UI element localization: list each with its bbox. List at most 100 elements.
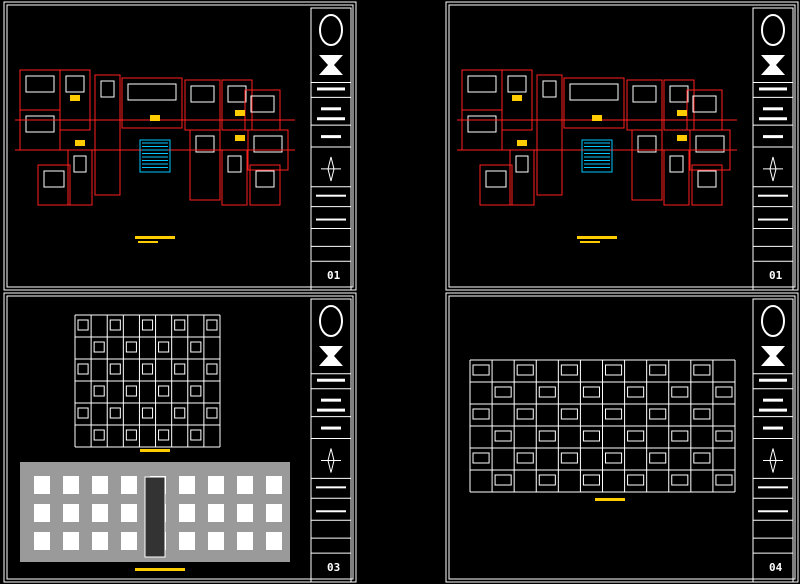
- window: [125, 429, 137, 441]
- title-text: [317, 408, 345, 412]
- window: [125, 385, 137, 397]
- window: [158, 385, 170, 397]
- furniture: [235, 135, 245, 141]
- room-outline: [697, 170, 717, 188]
- window: [158, 429, 170, 441]
- title-text: [759, 408, 787, 412]
- window: [109, 407, 121, 419]
- elevation-title: [135, 568, 185, 571]
- drawing-title: [577, 236, 617, 239]
- title-text: [763, 135, 783, 139]
- window: [93, 429, 105, 441]
- room-wall: [509, 149, 535, 206]
- window: [174, 407, 186, 419]
- window: [516, 408, 534, 420]
- window: [472, 452, 490, 464]
- sheet-border: [3, 292, 357, 583]
- title-text: [317, 117, 345, 121]
- stair: [581, 139, 613, 173]
- title-text: [316, 218, 346, 221]
- title-text: [316, 194, 346, 197]
- window: [141, 363, 154, 375]
- window: [671, 386, 689, 398]
- title-block: [752, 7, 794, 291]
- sheet-number-3: 03: [327, 561, 341, 574]
- sheet-inner-border: [448, 4, 796, 288]
- north-arrow-icon: [321, 448, 341, 473]
- section-title: [595, 498, 625, 501]
- window: [494, 386, 512, 398]
- room-outline: [127, 83, 177, 101]
- room-wall: [67, 149, 93, 206]
- window: [190, 429, 202, 441]
- window: [627, 386, 645, 398]
- elevation-window: [63, 476, 79, 494]
- sheet-number-1: 01: [327, 269, 341, 282]
- logo-icon: [761, 346, 785, 366]
- room-wall: [663, 149, 690, 206]
- window: [560, 452, 578, 464]
- room-outline: [190, 85, 215, 103]
- room-wall: [189, 129, 221, 201]
- title-text: [317, 87, 345, 91]
- title-text: [316, 510, 346, 513]
- window: [671, 474, 689, 486]
- room-wall: [563, 77, 625, 129]
- furniture: [235, 110, 245, 116]
- room-outline: [467, 115, 497, 133]
- title-text: [763, 107, 783, 111]
- window: [627, 430, 645, 442]
- title-block: [752, 298, 794, 583]
- university-seal-icon: [761, 14, 785, 46]
- room-wall: [249, 164, 281, 206]
- window: [109, 363, 121, 375]
- logo-icon: [319, 346, 343, 366]
- title-text: [758, 510, 788, 513]
- window: [582, 430, 601, 442]
- north-arrow-icon: [321, 156, 341, 182]
- room-wall: [501, 69, 533, 131]
- window: [582, 474, 601, 486]
- furniture: [517, 140, 527, 146]
- elevation-window: [92, 532, 108, 550]
- sheet-border: [3, 1, 357, 291]
- room-outline: [253, 135, 283, 153]
- window: [190, 385, 202, 397]
- window: [560, 364, 578, 376]
- window: [715, 474, 733, 486]
- elevation-window: [237, 532, 253, 550]
- university-seal-icon: [319, 14, 343, 46]
- title-block: [310, 298, 352, 583]
- room-outline: [632, 85, 657, 103]
- window: [582, 386, 601, 398]
- section-title: [140, 449, 170, 452]
- room-outline: [637, 135, 657, 153]
- room-wall: [94, 74, 121, 196]
- sheet-inner-border: [448, 295, 796, 580]
- window: [671, 430, 689, 442]
- logo-icon: [761, 55, 785, 75]
- room-wall: [37, 164, 71, 206]
- furniture: [150, 115, 160, 121]
- window: [158, 341, 170, 353]
- room-outline: [73, 155, 87, 173]
- elevation-window: [208, 504, 224, 522]
- window: [649, 452, 667, 464]
- furniture: [677, 110, 687, 116]
- window: [93, 341, 105, 353]
- elevation-window: [92, 476, 108, 494]
- room-outline: [485, 170, 507, 188]
- window: [190, 341, 202, 353]
- north-arrow-icon: [763, 448, 783, 473]
- elevation-window: [208, 476, 224, 494]
- elevation-window: [92, 504, 108, 522]
- window: [206, 407, 218, 419]
- north-arrow-icon: [763, 156, 783, 182]
- title-text: [321, 398, 341, 402]
- window: [627, 474, 645, 486]
- window: [141, 319, 154, 331]
- window: [715, 386, 733, 398]
- sheet-number-4: 04: [769, 561, 783, 574]
- room-outline: [669, 85, 689, 103]
- university-seal-icon: [319, 305, 343, 337]
